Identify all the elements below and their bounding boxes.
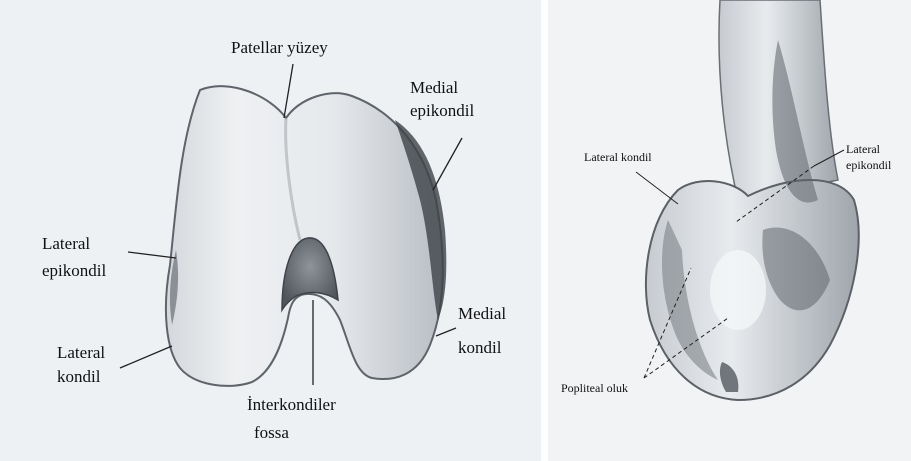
label-medial-condyle-line1: Medial [458,304,506,324]
label-patellar-surface: Patellar yüzey [231,38,328,58]
label-lateral-epicondyle-line1: Lateral [42,234,90,254]
label-medial-condyle-line2: kondil [458,338,501,358]
label-lateral-condyle: Lateral kondil [584,150,652,164]
label-medial-epicondyle-line1: Medial [410,78,458,98]
label-lateral-epicondyle-line2: epikondil [846,158,891,172]
label-intercondylar-fossa-line2: fossa [254,423,289,443]
femur-front-illustration [0,0,541,461]
label-lateral-epicondyle-line2: epikondil [42,261,106,281]
panel-divider [541,0,548,461]
label-lateral-condyle-line2: kondil [57,367,100,387]
femur-lateral-view-panel: Lateral kondil Lateral epikondil Poplite… [548,0,911,461]
label-lateral-condyle-line1: Lateral [57,343,105,363]
femur-front-view-panel: Patellar yüzey Medial epikondil Lateral … [0,0,541,461]
label-intercondylar-fossa-line1: İnterkondiler [247,395,336,415]
label-medial-epicondyle-line2: epikondil [410,101,474,121]
label-lateral-epicondyle-line1: Lateral [846,142,880,156]
label-popliteal-groove: Popliteal oluk [561,381,628,395]
